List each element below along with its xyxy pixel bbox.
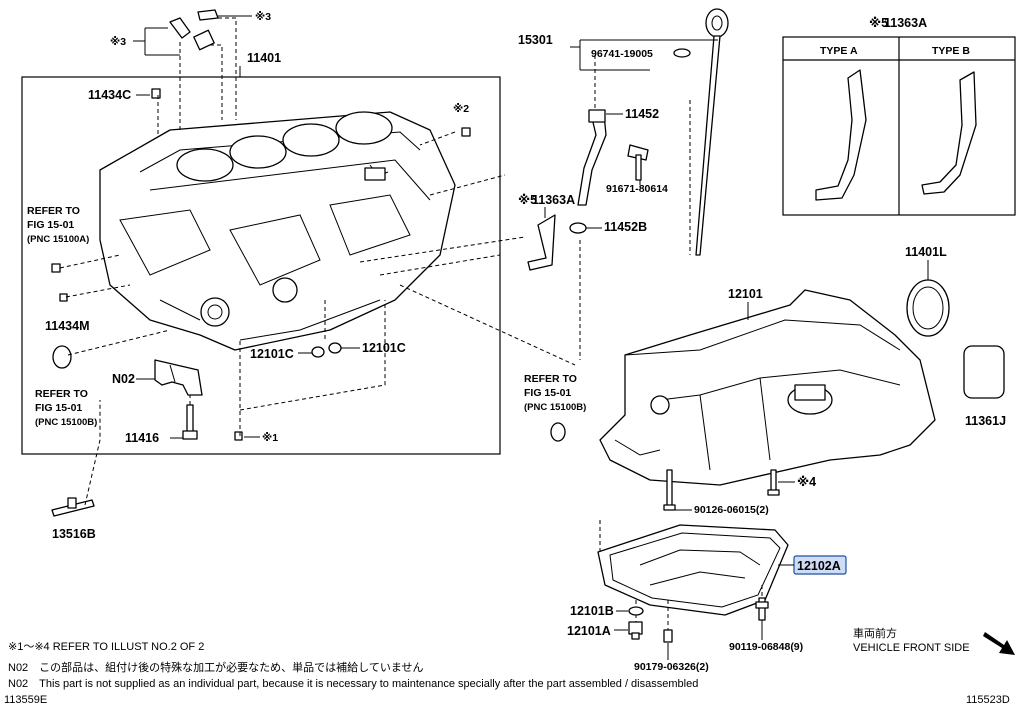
label-12101c-2: 12101C [362, 341, 406, 355]
code-right: 115523D [966, 694, 1010, 706]
label-type-a: TYPE A [820, 45, 858, 57]
label-91671-80614: 91671-80614 [606, 183, 668, 195]
svg-text:FIG 15-01: FIG 15-01 [35, 402, 82, 414]
oil-gauge-guide [569, 109, 649, 234]
label-90126-06015: 90126-06015(2) [694, 504, 769, 516]
label-90179-06326: 90179-06326(2) [634, 661, 709, 673]
ref-x3-b: ※3 [110, 36, 126, 48]
label-11363a-top: 11363A [884, 16, 927, 30]
label-11434m: 11434M [45, 319, 89, 333]
svg-text:(PNC 15100A): (PNC 15100A) [27, 234, 89, 245]
label-12101c-1: 12101C [250, 347, 294, 361]
refer-to-center: REFER TO FIG 15-01 (PNC 15100B) [524, 373, 586, 413]
sensor-parts-top [169, 9, 219, 51]
label-type-b: TYPE B [932, 45, 970, 57]
ref-x4: ※4 [797, 475, 816, 489]
label-11401: 11401 [247, 51, 281, 65]
bolt-11416 [182, 404, 198, 440]
refer-to-left-bottom: REFER TO FIG 15-01 (PNC 15100B) [35, 388, 97, 428]
oil-level-gauge [673, 8, 729, 256]
label-90119-06848: 90119-06848(9) [729, 641, 803, 653]
label-11361j: 11361J [965, 414, 1006, 428]
label-13516b: 13516B [52, 527, 96, 541]
ref-x1: ※1 [262, 432, 278, 444]
label-12101a: 12101A [567, 624, 611, 638]
note-n02-jp: N02 この部品は、組付け後の特殊な加工が必要なため、単品では補給していません [8, 660, 424, 674]
stud-90179 [663, 629, 673, 643]
label-12101b: 12101B [570, 604, 614, 618]
note-illust-ref: ※1〜※4 REFER TO ILLUST NO.2 OF 2 [8, 641, 204, 653]
cylinder-block-illustration [99, 111, 456, 351]
vehicle-front-jp: 車両前方 [853, 626, 897, 640]
cylinder-block-group-frame [21, 76, 501, 455]
pin-13516b [51, 497, 95, 517]
baffle-type-b [921, 71, 977, 195]
label-12101: 12101 [728, 287, 763, 301]
label-11401l: 11401L [905, 245, 947, 259]
ref-x2: ※2 [453, 103, 469, 115]
leader-lines-left [59, 17, 576, 506]
oil-pan-upper [599, 289, 936, 486]
label-n02: N02 [112, 372, 135, 386]
svg-text:(PNC 15100B): (PNC 15100B) [524, 402, 586, 413]
svg-text:FIG 15-01: FIG 15-01 [27, 219, 74, 231]
bolt-x4 [767, 469, 780, 496]
vehicle-front-arrow-icon [983, 632, 1015, 655]
baffle-11363a [527, 214, 556, 271]
label-12102a[interactable]: 12102A [797, 559, 841, 573]
label-11363a: 11363A [532, 193, 575, 207]
label-11416: 11416 [125, 431, 159, 445]
label-15301: 15301 [518, 33, 553, 47]
label-11434c: 11434C [88, 88, 131, 102]
svg-text:REFER TO: REFER TO [27, 205, 80, 217]
bolt-90126 [663, 469, 676, 511]
label-11452b: 11452B [604, 220, 647, 234]
svg-text:REFER TO: REFER TO [35, 388, 88, 400]
vehicle-front-en: VEHICLE FRONT SIDE [853, 642, 970, 654]
label-96741-19005: 96741-19005 [591, 48, 653, 60]
ref-x5-b: ※5 [869, 16, 888, 30]
svg-text:FIG 15-01: FIG 15-01 [524, 387, 571, 399]
note-n02-en: N02 This part is not supplied as an indi… [8, 678, 698, 690]
n02-bearing-cap [154, 359, 203, 396]
ref-x5-a: ※5 [518, 193, 537, 207]
baffle-type-a [815, 69, 867, 201]
ref-x3-a: ※3 [255, 11, 271, 23]
cover-11361j [963, 345, 1005, 399]
label-11452: 11452 [625, 107, 659, 121]
code-left: 113559E [4, 694, 47, 706]
svg-text:(PNC 15100B): (PNC 15100B) [35, 417, 97, 428]
svg-text:REFER TO: REFER TO [524, 373, 577, 385]
refer-to-left-top: REFER TO FIG 15-01 (PNC 15100A) [27, 205, 89, 245]
gasket-12101b [628, 606, 644, 616]
drain-plug-12101a [628, 621, 643, 640]
